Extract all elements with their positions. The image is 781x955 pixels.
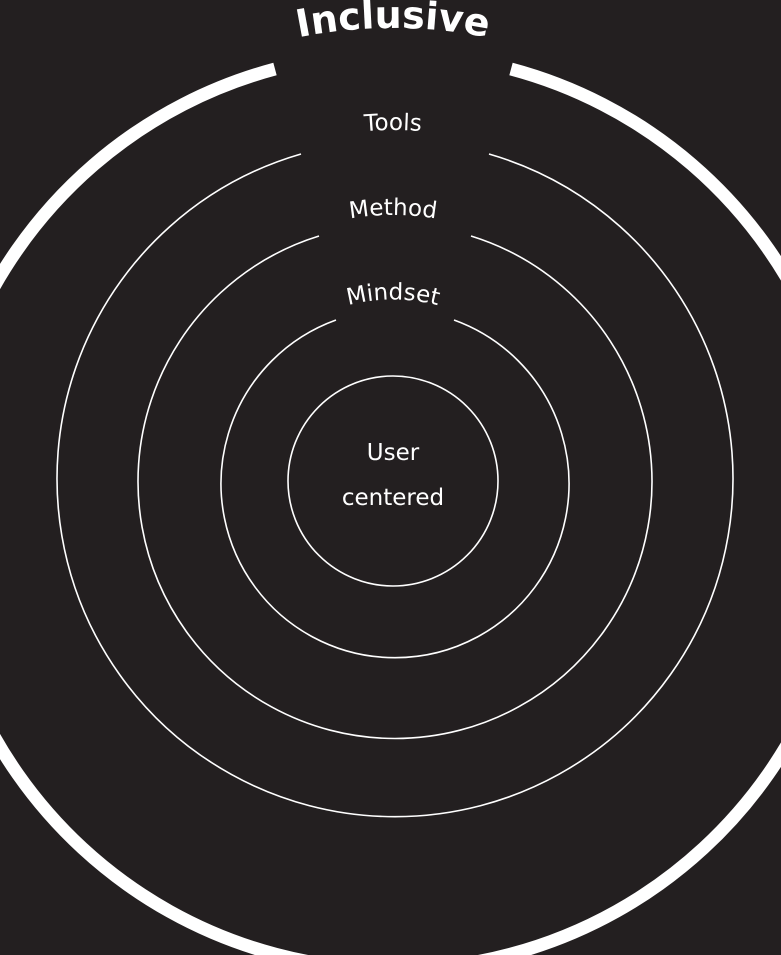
ring-user-centered bbox=[287, 375, 499, 587]
center-label-line1: User bbox=[367, 440, 420, 466]
ring-method bbox=[137, 235, 653, 740]
ring-label-method: Method bbox=[347, 195, 438, 225]
center-label-line2: centered bbox=[342, 485, 444, 511]
ring-mindset bbox=[220, 319, 570, 659]
ring-label-inclusive: Inclusive bbox=[292, 0, 493, 46]
ring-tools bbox=[56, 153, 734, 818]
ring-label-tools: Tools bbox=[362, 110, 422, 137]
ring-label-mindset: Mindset bbox=[344, 279, 442, 311]
